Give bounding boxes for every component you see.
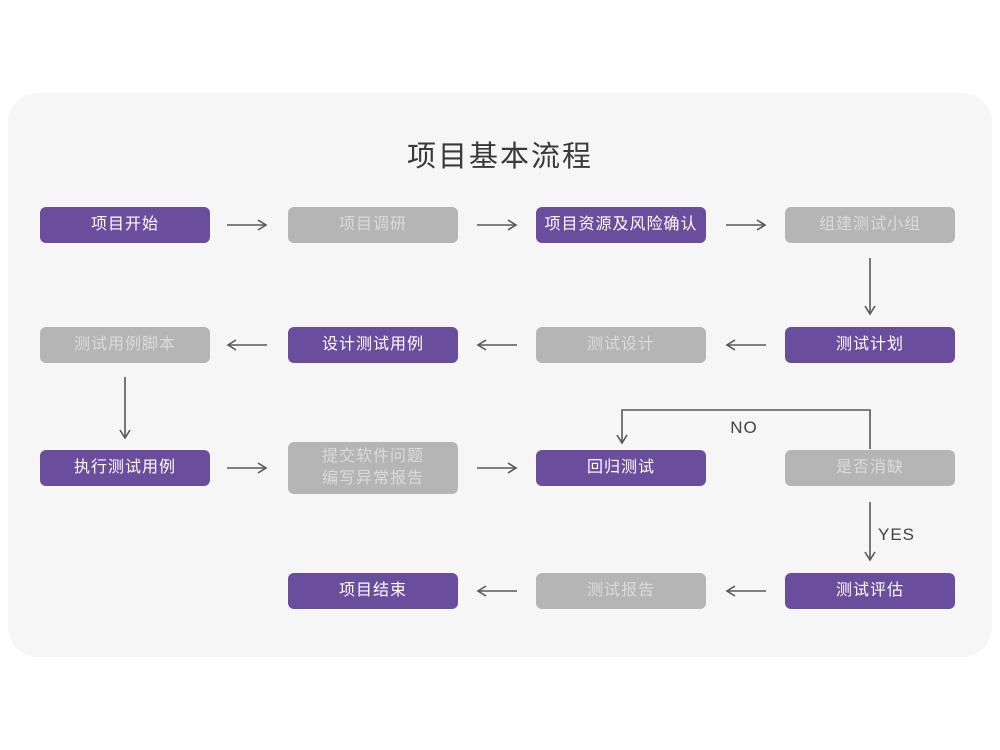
page-title: 项目基本流程 (406, 141, 593, 173)
flow-node-project-research: 项目调研 (288, 207, 458, 243)
flow-node-regression-test: 回归测试 (536, 450, 706, 486)
flow-node-resources-risk: 项目资源及风险确认 (536, 207, 706, 243)
flow-node-project-end: 项目结束 (288, 573, 458, 609)
flow-node-project-start: 项目开始 (40, 207, 210, 243)
yes-label: YES (878, 525, 915, 544)
flow-node-form-test-team: 组建测试小组 (785, 207, 955, 243)
no-label: NO (730, 418, 758, 437)
flow-node-test-evaluation: 测试评估 (785, 573, 955, 609)
flow-node-design-test-cases: 设计测试用例 (288, 327, 458, 363)
flow-node-execute-test-cases: 执行测试用例 (40, 450, 210, 486)
flow-node-test-report: 测试报告 (536, 573, 706, 609)
flow-node-defect-decision: 是否消缺 (785, 450, 955, 486)
flow-node-test-plan: 测试计划 (785, 327, 955, 363)
arrow-no-loop (616, 409, 871, 449)
flow-node-test-case-script: 测试用例脚本 (40, 327, 210, 363)
flow-node-test-design: 测试设计 (536, 327, 706, 363)
flow-node-submit-issue-report: 提交软件问题 编写异常报告 (288, 442, 458, 494)
flowchart-card (8, 93, 992, 657)
